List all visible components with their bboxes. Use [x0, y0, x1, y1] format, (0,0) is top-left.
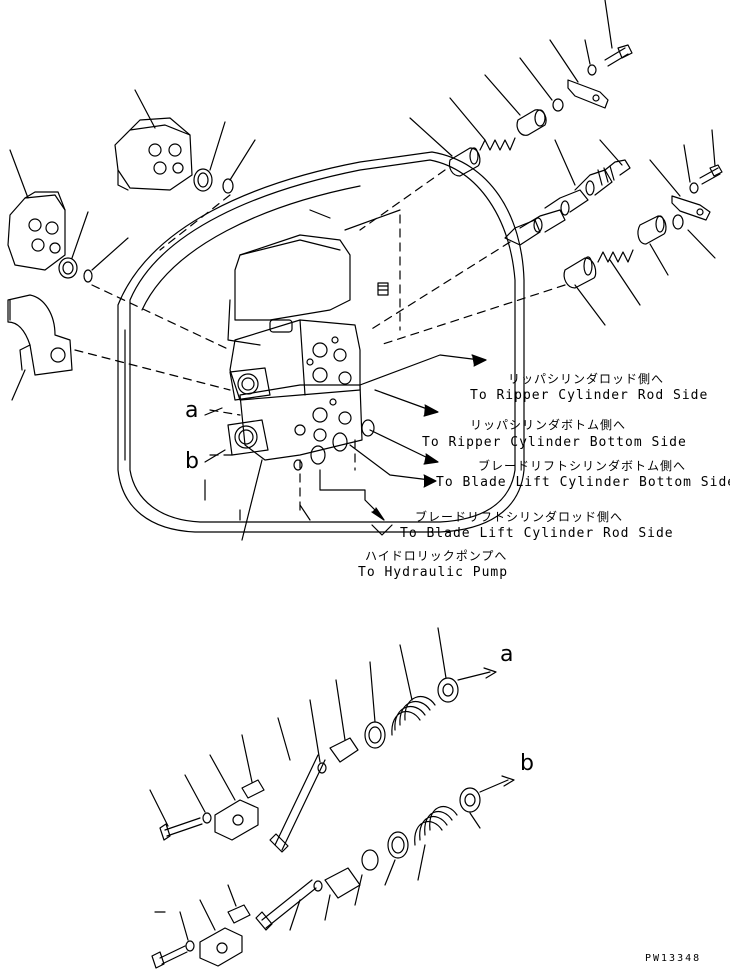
flow-arrows — [293, 354, 487, 536]
control-valve — [227, 234, 389, 461]
relief-parts-b — [151, 775, 515, 969]
spool-group-1 — [409, 0, 633, 177]
marker-a-upper: a — [185, 398, 200, 423]
relief-valve-lower — [7, 149, 129, 283]
main-spool — [504, 139, 631, 246]
blade-bottom-label-en: To Blade Lift Cylinder Bottom Side — [436, 475, 730, 490]
hydraulic-tank — [117, 151, 525, 533]
marker-b-lower: b — [520, 751, 535, 776]
marker-b-upper: b — [185, 449, 200, 474]
pump-label-en: To Hydraulic Pump — [358, 565, 509, 580]
leader-lines — [204, 209, 401, 541]
blade-rod-label-jp: ブレードリフトシリンダロッド側へ — [415, 510, 624, 524]
elbow-pipe — [7, 294, 73, 401]
ripper-bottom-label-jp: リッパシリンダボトム側へ — [470, 418, 627, 432]
marker-a-lower: a — [500, 642, 515, 667]
relief-parts-a — [149, 627, 497, 853]
ripper-rod-label-jp: リッパシリンダロッド側へ — [508, 372, 665, 386]
drawing-code: PW13348 — [645, 953, 702, 964]
pump-label-jp: ハイドロリックポンプへ — [365, 549, 508, 563]
ripper-bottom-label-en: To Ripper Cylinder Bottom Side — [422, 435, 687, 450]
ripper-rod-label-en: To Ripper Cylinder Rod Side — [470, 388, 709, 403]
blade-bottom-label-jp: ブレードリフトシリンダボトム側へ — [478, 459, 687, 473]
spool-group-2 — [563, 129, 723, 326]
blade-rod-label-en: To Blade Lift Cylinder Rod Side — [400, 526, 674, 541]
relief-valve-upper — [114, 89, 256, 194]
